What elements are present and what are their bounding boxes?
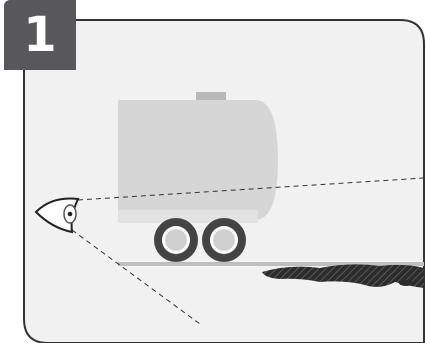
tank-body <box>118 100 278 220</box>
wheel-icon <box>154 218 198 262</box>
tank-hatch <box>196 92 226 101</box>
road-surface <box>118 262 424 266</box>
hazard-drop <box>399 280 413 286</box>
step-number-badge: 1 <box>4 0 76 70</box>
trailer-frame <box>118 210 258 223</box>
tanker-trailer-icon <box>118 92 278 223</box>
wheel-icon <box>202 218 246 262</box>
